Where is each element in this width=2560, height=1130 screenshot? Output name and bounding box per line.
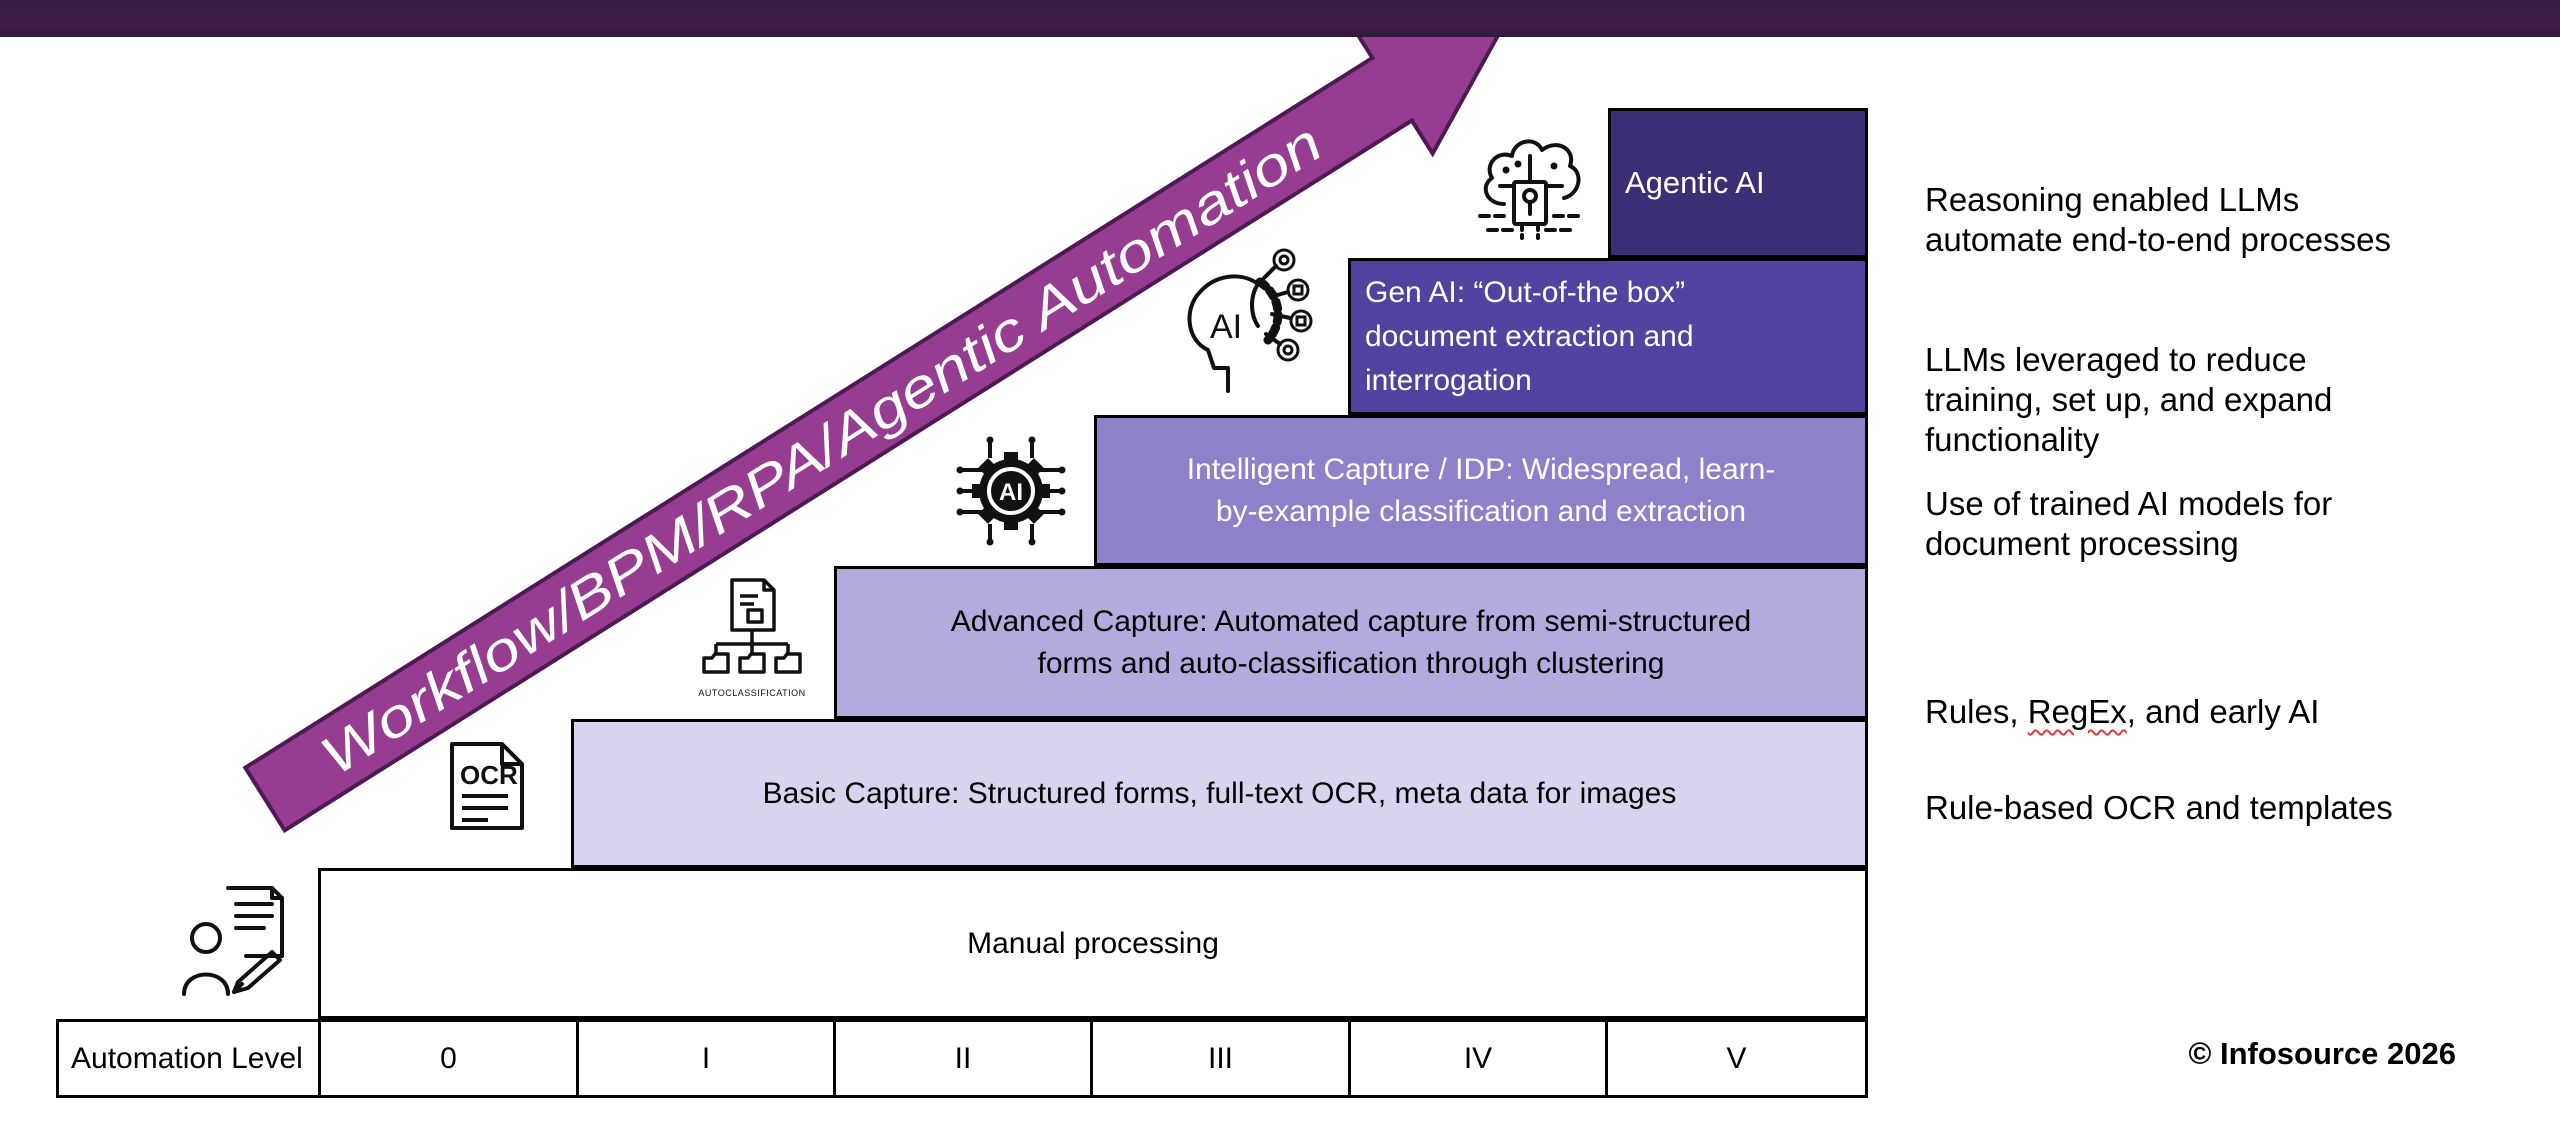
autoclassification-icon: AUTOCLASSIFICATION bbox=[698, 578, 805, 698]
ai-gear-icon: AI bbox=[956, 436, 1066, 546]
ocr-document-icon: OCR bbox=[450, 742, 524, 830]
note-intelligent-capture: Use of trained AI models for document pr… bbox=[1925, 484, 2332, 564]
step-label: Basic Capture: Structured forms, full-te… bbox=[762, 776, 1677, 810]
ai-head-icon: AI bbox=[1187, 248, 1313, 393]
automation-level-table: Automation Level 0 I II III IV V bbox=[56, 1019, 1868, 1098]
step-label: Manual processing bbox=[967, 926, 1219, 960]
person-writing-icon bbox=[182, 886, 284, 996]
note-line: functionality bbox=[1925, 421, 2100, 458]
step-label: interrogation bbox=[1365, 363, 1532, 397]
step-label: document extraction and bbox=[1365, 319, 1694, 353]
step-label: by-example classification and extraction bbox=[1215, 494, 1747, 528]
level-cell-5: V bbox=[1605, 1022, 1865, 1095]
note-regex-word: RegEx bbox=[2027, 693, 2127, 730]
step-label: Advanced Capture: Automated capture from… bbox=[950, 604, 1752, 638]
step-intelligent-capture: Intelligent Capture / IDP: Widespread, l… bbox=[1094, 415, 1868, 566]
note-gen-ai: LLMs leveraged to reduce training, set u… bbox=[1925, 340, 2332, 460]
step-advanced-capture: Advanced Capture: Automated capture from… bbox=[834, 566, 1868, 719]
copyright-notice: © Infosource 2026 bbox=[2188, 1036, 2457, 1071]
step-agentic-ai: Agentic AI bbox=[1608, 108, 1868, 258]
arrow-shape bbox=[242, 13, 1513, 834]
note-agentic-ai: Reasoning enabled LLMs automate end-to-e… bbox=[1925, 180, 2391, 260]
note-line: training, set up, and expand bbox=[1925, 381, 2333, 418]
note-line: LLMs leveraged to reduce bbox=[1925, 341, 2307, 378]
step-label: forms and auto-classification through cl… bbox=[1037, 646, 1665, 680]
ai-brain-cloud-icon bbox=[1478, 139, 1584, 240]
level-cell-0: 0 bbox=[318, 1022, 576, 1095]
level-cell-4: IV bbox=[1348, 1022, 1605, 1095]
autoclassification-caption: AUTOCLASSIFICATION bbox=[698, 688, 805, 698]
note-line: Reasoning enabled LLMs bbox=[1925, 181, 2300, 218]
note-text: Rules, bbox=[1925, 693, 2028, 730]
note-advanced-capture: Rules, RegEx, and early AI bbox=[1925, 692, 2319, 732]
gear-ai-label: AI bbox=[999, 479, 1023, 506]
note-line: Rule-based OCR and templates bbox=[1925, 789, 2393, 826]
level-cell-3: III bbox=[1090, 1022, 1348, 1095]
step-label: Gen AI: “Out-of-the box” bbox=[1365, 275, 1686, 309]
note-line: Use of trained AI models for bbox=[1925, 485, 2333, 522]
ocr-icon-label: OCR bbox=[460, 760, 518, 790]
step-manual-processing: Manual processing bbox=[318, 868, 1868, 1019]
step-label: Agentic AI bbox=[1625, 165, 1765, 200]
table-header-label: Automation Level bbox=[71, 1041, 303, 1075]
note-line: document processing bbox=[1925, 525, 2239, 562]
top-accent-bar bbox=[0, 0, 2560, 37]
step-gen-ai: Gen AI: “Out-of-the box” document extrac… bbox=[1348, 258, 1868, 415]
note-line: automate end-to-end processes bbox=[1925, 221, 2391, 258]
note-text: , and early AI bbox=[2126, 693, 2320, 730]
head-ai-label: AI bbox=[1210, 308, 1242, 346]
level-cell-1: I bbox=[576, 1022, 833, 1095]
step-label: Intelligent Capture / IDP: Widespread, l… bbox=[1186, 452, 1776, 486]
step-basic-capture: Basic Capture: Structured forms, full-te… bbox=[571, 719, 1868, 868]
note-basic-capture: Rule-based OCR and templates bbox=[1925, 788, 2393, 828]
level-cell-2: II bbox=[833, 1022, 1090, 1095]
table-header-cell: Automation Level bbox=[59, 1022, 318, 1095]
